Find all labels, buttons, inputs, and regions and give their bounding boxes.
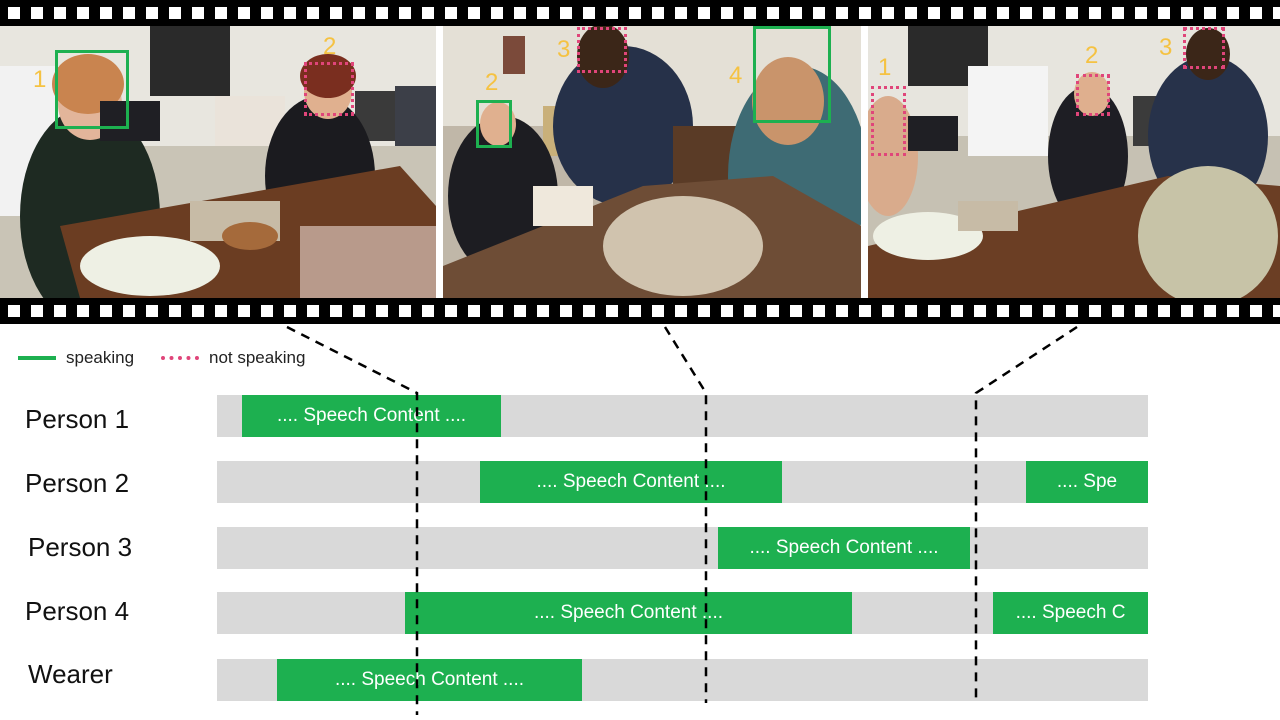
speech-segment: .... Speech Content .... [405,592,852,634]
speech-segment: .... Speech C [993,592,1148,634]
row-label-person-4: Person 4 [25,596,130,626]
face-number-label: 3 [557,36,571,63]
face-box-frame3-person3 [1183,27,1225,69]
face-box-frame1-person1 [55,50,129,129]
dotted-line-icon [161,356,199,360]
timeline-track-person-3: .... Speech Content .... [217,527,1148,569]
connector-frame-1 [286,325,419,715]
face-box-frame2-person3 [577,27,627,73]
face-number-label: 2 [1085,42,1099,69]
row-label-wearer: Wearer [28,659,113,689]
row-label-person-3: Person 3 [28,532,133,562]
speech-segment: .... Speech Content .... [277,659,582,701]
video-frame-3 [868,26,1280,298]
face-number-label: 1 [33,66,47,93]
timeline-track-person-1: .... Speech Content .... [217,395,1148,437]
face-number-label: 1 [878,54,892,81]
legend-label: speaking [66,348,135,367]
video-frame-2 [443,26,861,298]
timeline-track-wearer: .... Speech Content .... [217,659,1148,701]
timeline-track-person-2: .... Speech Content .... .... Spe [217,461,1148,503]
legend-item-not-speaking: not speaking [161,348,305,368]
timeline-track-person-4: .... Speech Content .... .... Speech C [217,592,1148,634]
video-frame-1 [0,26,436,298]
face-number-label: 3 [1159,34,1173,61]
speech-segment: .... Speech Content .... [718,527,970,569]
speech-segment: .... Speech Content .... [480,461,782,503]
face-box-frame1-person2 [304,62,354,116]
connector-frame-2 [663,326,708,703]
speech-segment: .... Speech Content .... [242,395,501,437]
speech-segment: .... Spe [1026,461,1148,503]
legend-label: not speaking [209,348,306,367]
face-box-frame2-person4 [753,26,831,123]
row-label-person-2: Person 2 [25,468,130,498]
filmstrip-bottom [0,298,1280,324]
face-number-label: 2 [323,33,337,60]
face-number-label: 2 [485,69,499,96]
connector-frame-3 [974,325,1078,703]
filmstrip-top [0,0,1280,26]
speaking-line-icon [18,356,56,360]
legend-item-speaking: speaking [18,348,134,368]
face-box-frame3-person1 [871,86,906,156]
face-box-frame2-person2 [476,100,512,148]
row-label-person-1: Person 1 [25,404,130,434]
face-box-frame3-person2 [1076,74,1110,116]
face-number-label: 4 [729,62,743,89]
